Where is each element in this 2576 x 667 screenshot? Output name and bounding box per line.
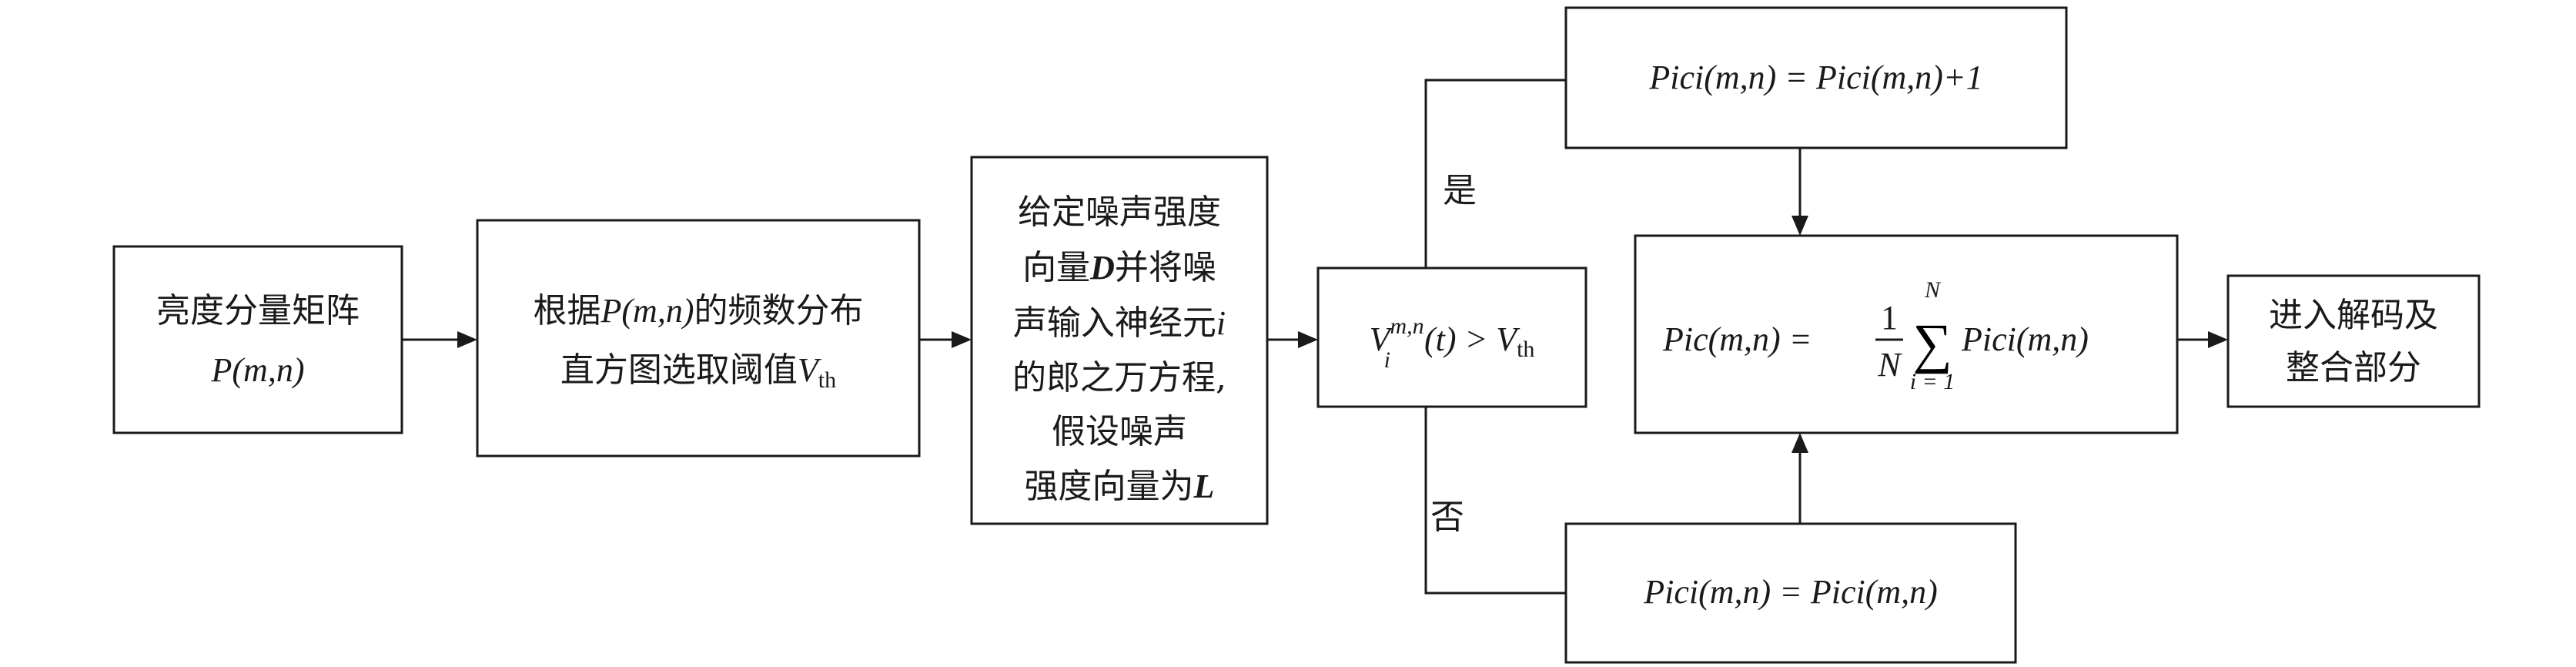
histogram-line1: 根据P(m,n)的频数分布 bbox=[534, 291, 864, 330]
luminance-line2: P(m,n) bbox=[211, 351, 305, 389]
noise-line6: 强度向量为L bbox=[1025, 467, 1215, 506]
noise-line2: 向量D并将噪 bbox=[1022, 248, 1216, 287]
noise-line3: 声输入神经元i bbox=[1013, 303, 1226, 343]
sum-upper-limit: N bbox=[1924, 277, 1942, 303]
yes-box-formula: Pici(m,n) = Pici(m,n)+1 bbox=[1648, 59, 1982, 96]
sum-fraction-numerator: 1 bbox=[1881, 299, 1898, 337]
edge-condition-yes bbox=[1424, 79, 1566, 268]
noise-line1: 给定噪声强度 bbox=[1018, 193, 1221, 232]
noise-line5: 假设噪声 bbox=[1052, 412, 1187, 451]
sum-term: Pici(m,n) bbox=[1961, 320, 2089, 358]
node-yes-increment: Pici(m,n) = Pici(m,n)+1 bbox=[1564, 6, 2068, 149]
edge-no-to-sum bbox=[1791, 433, 1808, 524]
node-decode: 进入解码及 整合部分 bbox=[2226, 274, 2481, 408]
node-average-sum: Pic(m,n) = 1 N N ∑ i = 1 Pici(m,n) bbox=[1634, 234, 2179, 434]
edge-histogram-to-noise bbox=[919, 331, 972, 348]
sum-lower-limit: i = 1 bbox=[1910, 369, 1955, 394]
luminance-line1: 亮度分量矩阵 bbox=[156, 291, 360, 330]
decode-line1: 进入解码及 bbox=[2269, 296, 2438, 335]
edge-yes-to-sum bbox=[1791, 148, 1808, 236]
sum-lhs: Pic(m,n) = bbox=[1662, 320, 1812, 358]
no-box-formula: Pici(m,n) = Pici(m,n) bbox=[1643, 573, 1938, 611]
node-noise-setup: 给定噪声强度 向量D并将噪 声输入神经元i 的郎之万方程, 假设噪声 强度向量为… bbox=[970, 156, 1269, 525]
edge-sum-to-decode bbox=[2177, 331, 2228, 348]
edge-noise-to-condition bbox=[1267, 331, 1318, 348]
sigma-icon: ∑ bbox=[1912, 313, 1952, 374]
histogram-line2: 直方图选取阈值Vth bbox=[560, 350, 836, 393]
noise-line4: 的郎之万方程, bbox=[1012, 358, 1226, 397]
sum-fraction-denominator: N bbox=[1877, 346, 1902, 384]
edge-condition-no bbox=[1424, 407, 1566, 595]
edge-luminance-to-histogram bbox=[402, 331, 477, 348]
node-luminance-matrix: 亮度分量矩阵 P(m,n) bbox=[112, 245, 403, 434]
edge-label-yes: 是 bbox=[1443, 171, 1477, 210]
node-no-keep: Pici(m,n) = Pici(m,n) bbox=[1564, 522, 2017, 664]
decode-line2: 整合部分 bbox=[2286, 348, 2421, 387]
node-histogram-threshold: 根据P(m,n)的频数分布 直方图选取阈值Vth bbox=[476, 219, 921, 458]
edge-label-no: 否 bbox=[1430, 498, 1464, 537]
